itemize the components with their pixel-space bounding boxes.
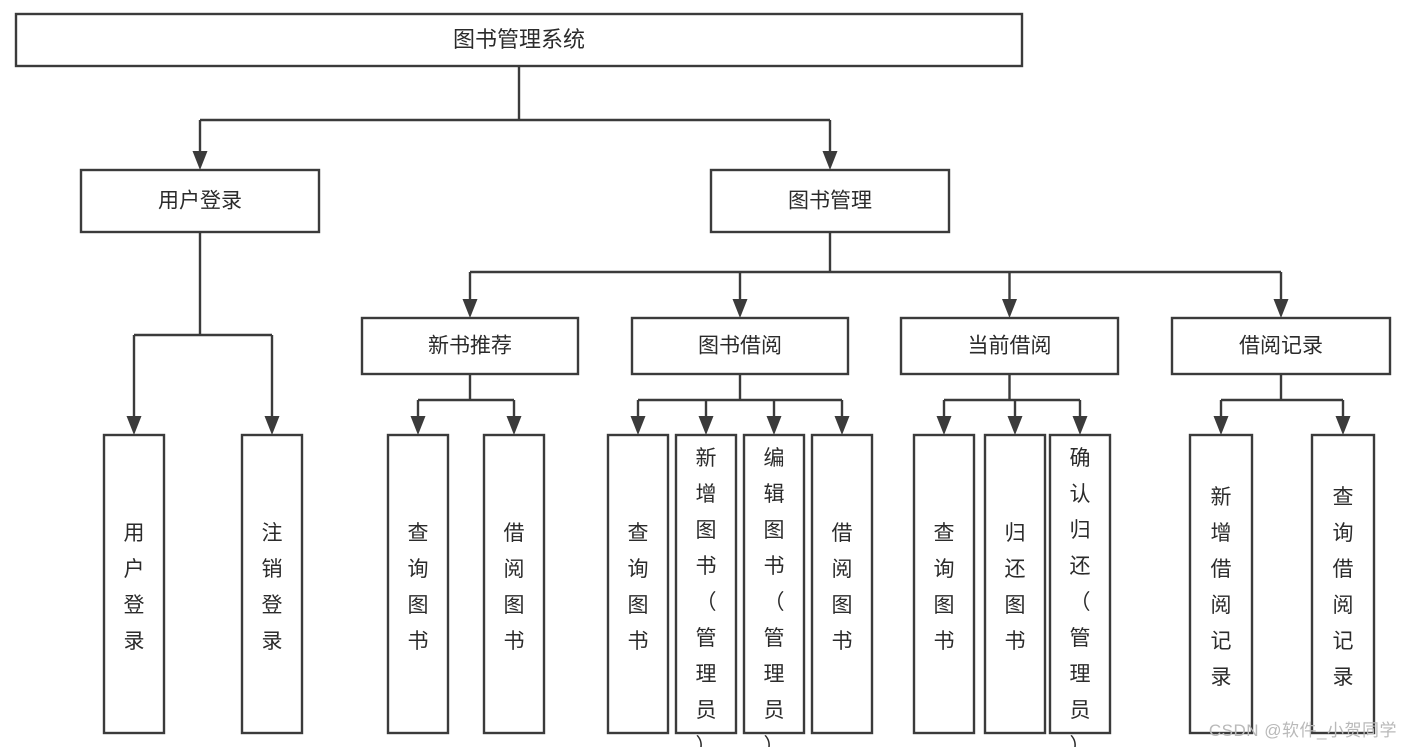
node-root[interactable]: 图书管理系统 bbox=[14, 12, 1024, 68]
node-add-borrow-record[interactable]: 新增借阅记录 bbox=[1188, 433, 1254, 735]
node-box-current-borrow bbox=[899, 316, 1120, 376]
node-box-add-book-admin bbox=[674, 433, 738, 735]
node-box-book-manage bbox=[709, 168, 951, 234]
node-label-borrow-record: 借阅记录 bbox=[1239, 335, 1323, 358]
node-label-borrow-book-2: 借阅图书 bbox=[832, 522, 853, 653]
arrow-head-icon bbox=[1335, 416, 1351, 435]
node-user-login-do[interactable]: 用户登录 bbox=[102, 433, 166, 735]
arrow-head-icon bbox=[834, 416, 850, 435]
node-borrow-record[interactable]: 借阅记录 bbox=[1170, 316, 1392, 376]
node-borrow-book-1[interactable]: 借阅图书 bbox=[482, 433, 546, 735]
node-label-user-logout: 注销登录 bbox=[262, 522, 283, 653]
arrow-head-icon bbox=[630, 416, 646, 435]
node-label-add-borrow-record: 新增借阅记录 bbox=[1211, 486, 1232, 689]
node-box-book-borrow bbox=[630, 316, 850, 376]
arrow-head-icon bbox=[192, 151, 208, 170]
node-return-book[interactable]: 归还图书 bbox=[983, 433, 1047, 735]
node-label-new-book-recommend: 新书推荐 bbox=[428, 335, 512, 358]
node-box-query-book-1 bbox=[386, 433, 450, 735]
node-label-query-book-2: 查询图书 bbox=[628, 522, 649, 653]
arrow-head-icon bbox=[506, 416, 522, 435]
arrow-head-icon bbox=[822, 151, 838, 170]
arrow-head-icon bbox=[1213, 416, 1229, 435]
node-label-confirm-return-admin: 确认归还（管理员） bbox=[1070, 447, 1091, 747]
arrow-head-icon bbox=[732, 299, 748, 318]
node-box-query-borrow-record bbox=[1310, 433, 1376, 735]
node-label-root: 图书管理系统 bbox=[453, 27, 585, 52]
node-label-user-login: 用户登录 bbox=[158, 190, 242, 213]
node-box-borrow-book-1 bbox=[482, 433, 546, 735]
node-label-borrow-book-1: 借阅图书 bbox=[504, 522, 525, 653]
node-borrow-book-2[interactable]: 借阅图书 bbox=[810, 433, 874, 735]
node-box-user-login bbox=[79, 168, 321, 234]
nodes-layer: 图书管理系统用户登录用户登录注销登录图书管理新书推荐查询图书借阅图书图书借阅查询… bbox=[14, 12, 1392, 747]
node-label-current-borrow: 当前借阅 bbox=[968, 335, 1052, 358]
node-label-user-login-do: 用户登录 bbox=[124, 522, 145, 653]
node-query-book-1[interactable]: 查询图书 bbox=[386, 433, 450, 735]
node-box-new-book-recommend bbox=[360, 316, 580, 376]
node-label-query-book-1: 查询图书 bbox=[408, 522, 429, 653]
node-query-borrow-record[interactable]: 查询借阅记录 bbox=[1310, 433, 1376, 735]
arrow-head-icon bbox=[462, 299, 478, 318]
node-box-borrow-record bbox=[1170, 316, 1392, 376]
node-label-book-borrow: 图书借阅 bbox=[698, 335, 782, 358]
node-box-return-book bbox=[983, 433, 1047, 735]
node-new-book-recommend[interactable]: 新书推荐 bbox=[360, 316, 580, 376]
node-current-borrow[interactable]: 当前借阅 bbox=[899, 316, 1120, 376]
node-label-edit-book-admin: 编辑图书（管理员） bbox=[764, 447, 785, 747]
arrow-head-icon bbox=[766, 416, 782, 435]
node-confirm-return-admin[interactable]: 确认归还（管理员） bbox=[1048, 433, 1112, 747]
arrow-head-icon bbox=[1072, 416, 1088, 435]
node-label-return-book: 归还图书 bbox=[1005, 522, 1026, 653]
arrow-head-icon bbox=[936, 416, 952, 435]
node-user-login[interactable]: 用户登录 bbox=[79, 168, 321, 234]
node-box-query-book-2 bbox=[606, 433, 670, 735]
arrow-head-icon bbox=[1273, 299, 1289, 318]
node-query-book-3[interactable]: 查询图书 bbox=[912, 433, 976, 735]
node-box-query-book-3 bbox=[912, 433, 976, 735]
node-query-book-2[interactable]: 查询图书 bbox=[606, 433, 670, 735]
node-box-borrow-book-2 bbox=[810, 433, 874, 735]
arrow-head-icon bbox=[410, 416, 426, 435]
node-label-book-manage: 图书管理 bbox=[788, 190, 872, 213]
node-add-book-admin[interactable]: 新增图书（管理员） bbox=[674, 433, 738, 747]
node-box-user-logout bbox=[240, 433, 304, 735]
node-label-add-book-admin: 新增图书（管理员） bbox=[696, 447, 717, 747]
node-box-add-borrow-record bbox=[1188, 433, 1254, 735]
node-book-manage[interactable]: 图书管理 bbox=[709, 168, 951, 234]
node-user-logout[interactable]: 注销登录 bbox=[240, 433, 304, 735]
node-box-user-login-do bbox=[102, 433, 166, 735]
arrow-head-icon bbox=[1002, 299, 1017, 318]
arrow-head-icon bbox=[698, 416, 714, 435]
arrow-head-icon bbox=[264, 416, 280, 435]
arrow-head-icon bbox=[1007, 416, 1023, 435]
node-box-root bbox=[14, 12, 1024, 68]
node-box-confirm-return-admin bbox=[1048, 433, 1112, 735]
connectors-layer bbox=[126, 66, 1351, 435]
node-edit-book-admin[interactable]: 编辑图书（管理员） bbox=[742, 433, 806, 747]
node-box-edit-book-admin bbox=[742, 433, 806, 735]
node-book-borrow[interactable]: 图书借阅 bbox=[630, 316, 850, 376]
node-label-query-book-3: 查询图书 bbox=[934, 522, 955, 653]
node-label-query-borrow-record: 查询借阅记录 bbox=[1333, 486, 1354, 689]
arrow-head-icon bbox=[126, 416, 142, 435]
